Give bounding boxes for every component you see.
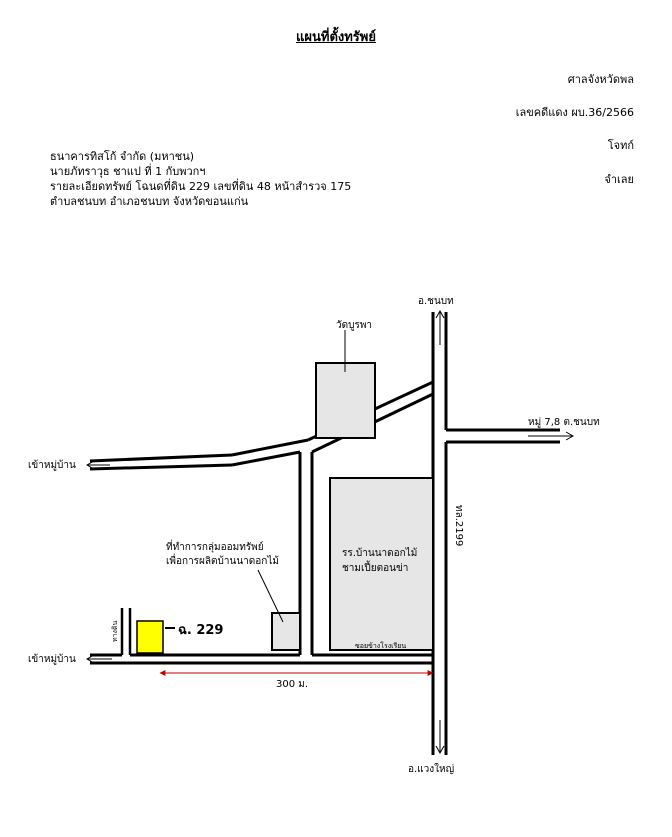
west-upper-label: เข้าหมู่บ้าน — [28, 460, 76, 471]
office-leader-line — [257, 569, 284, 623]
east-road — [446, 428, 560, 444]
office-building — [271, 612, 301, 651]
north-arrow-icon — [435, 309, 445, 345]
south-destination-label: อ.แวงใหญ่ — [408, 764, 455, 775]
page-title: แผนที่ตั้งทรัพย์ — [296, 30, 376, 45]
plaintiff-label: โจทก์ — [607, 139, 634, 152]
lower-west-road — [90, 653, 433, 665]
temple-label: วัดบูรพา — [336, 320, 373, 331]
east-arrow-icon — [528, 431, 575, 441]
west-lower-arrow-icon — [85, 654, 112, 664]
west-lower-label: เข้าหมู่บ้าน — [28, 654, 76, 665]
temple-building — [315, 362, 376, 439]
distance-label: 300 ม. — [276, 679, 309, 690]
defendant-label: จำเลย — [604, 173, 634, 186]
north-destination-label: อ.ชนบท — [418, 296, 454, 307]
property-location: ตำบลชนบท อำเภอชนบท จังหวัดขอนแก่น — [50, 195, 249, 208]
defendant-name: นายภัทราวุธ ชาแป ที่ 1 กับพวกฯ — [50, 165, 206, 178]
school-label-line1: รร.บ้านนาดอกไม้ — [342, 548, 418, 559]
dirt-path — [120, 608, 132, 655]
school-label-line2: ชามเปี้ยตอนข่า — [342, 563, 409, 574]
plot-label: ฉ. 229 — [178, 623, 224, 638]
highway-road — [431, 312, 448, 755]
court-name: ศาลจังหวัดพล — [567, 73, 634, 86]
case-number: เลขคดีแดง ผบ.36/2566 — [515, 106, 634, 119]
alley-label: ซอยข้างโรงเรียน — [355, 642, 407, 650]
office-label-line1: ที่ทำการกลุ่มออมทรัพย์ — [166, 542, 264, 553]
south-arrow-icon — [435, 720, 445, 755]
plaintiff-name: ธนาคารทิสโก้ จำกัด (มหาชน) — [50, 150, 195, 163]
school-building — [329, 477, 434, 651]
east-destination-label: หมู่ 7,8 ต.ชนบท — [528, 417, 600, 428]
upper-west-road — [89, 438, 309, 471]
property-detail: รายละเอียดทรัพย์ โฉนดที่ดิน 229 เลขที่ดิ… — [50, 180, 352, 193]
dirt-path-label: ทางดิน — [111, 620, 119, 642]
west-upper-arrow-icon — [85, 460, 110, 470]
alley-road — [298, 452, 314, 655]
plot-229 — [136, 620, 164, 654]
highway-label: ทล.2199 — [453, 505, 464, 547]
office-label-line2: เพื่อการผลิตบ้านนาดอกไม้ — [166, 556, 279, 567]
